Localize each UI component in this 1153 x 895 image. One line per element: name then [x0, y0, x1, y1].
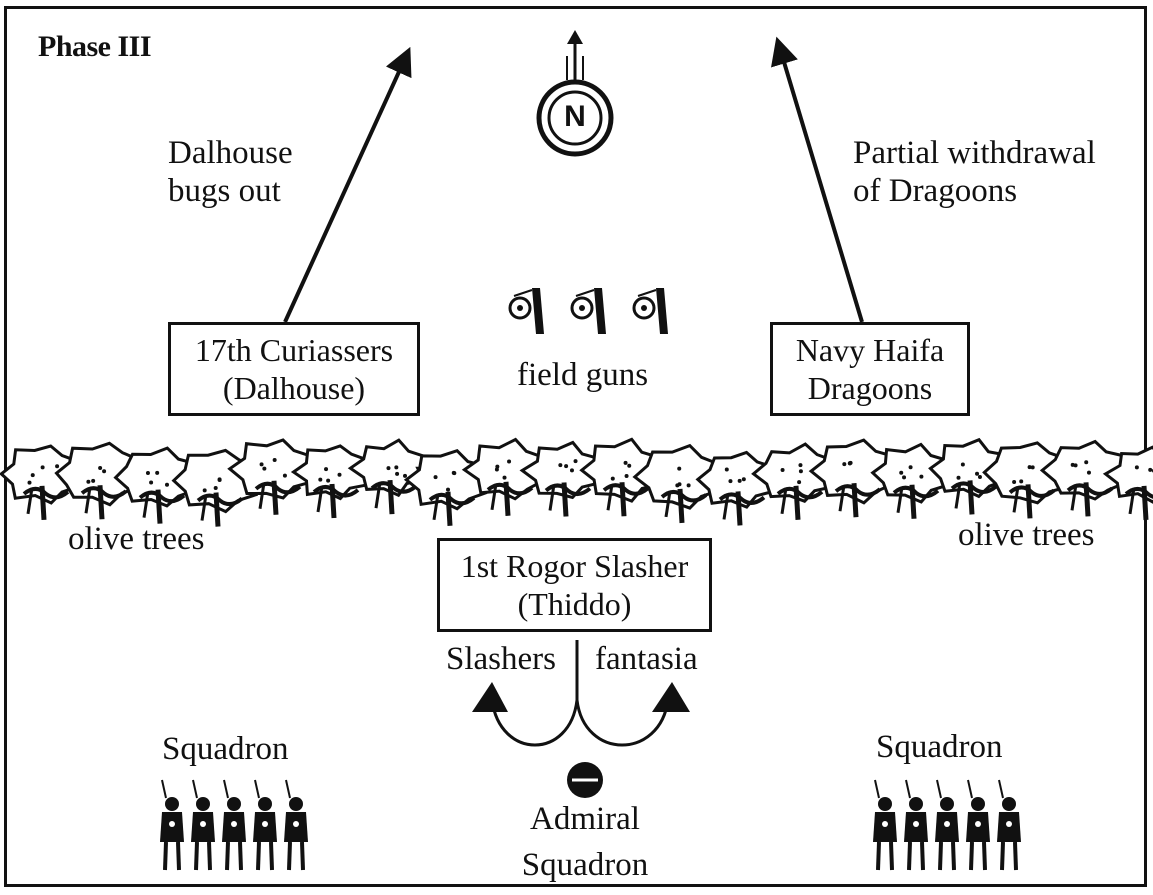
unit-box-dragoons: Navy Haifa Dragoons	[770, 322, 970, 416]
unit-box-curiassers: 17th Curiassers (Dalhouse)	[168, 322, 420, 416]
olive-trees-right-label: olive trees	[958, 517, 1095, 553]
olive-tree-icon	[227, 438, 314, 515]
olive-tree-icon	[290, 444, 371, 519]
field-guns-label: field guns	[517, 357, 649, 393]
dragoons-move-line1: Partial withdrawal	[853, 135, 1096, 171]
dragoons-withdrawal-arrow	[771, 36, 864, 323]
admiral-label-line2: Squadron	[521, 847, 649, 883]
left-squadron-label: Squadron	[162, 731, 289, 767]
olive-tree-icon	[928, 437, 1010, 515]
dalhouse-move-line1: Dalhouse	[168, 135, 293, 171]
admiral-marker-icon	[567, 762, 603, 798]
olive-tree-icon	[1039, 439, 1129, 517]
soldier-icon	[191, 779, 215, 871]
dalhouse-withdrawal-arrow	[283, 46, 412, 323]
maneuver-label-fantasia: fantasia	[595, 641, 698, 677]
soldier-icon	[253, 779, 277, 871]
slasher-name: 1st Rogor Slasher	[460, 548, 689, 584]
curiassers-name: 17th Curiassers	[194, 332, 394, 368]
maneuver-label-slashers: Slashers	[446, 641, 556, 677]
dalhouse-move-line2: bugs out	[168, 173, 281, 209]
olive-trees-band	[0, 437, 1153, 527]
soldier-icon	[160, 779, 184, 871]
fantasia-maneuver-arrows	[472, 640, 690, 747]
soldier-icon	[904, 779, 928, 871]
dragoons-name-line1: Navy Haifa	[795, 332, 945, 368]
olive-tree-icon	[519, 440, 602, 517]
olive-tree-icon	[54, 441, 142, 520]
soldier-icon	[935, 779, 959, 871]
field-gun-icon	[508, 288, 544, 334]
north-compass-icon	[536, 30, 614, 157]
compass-north-letter: N	[564, 100, 586, 133]
field-guns-group	[508, 288, 668, 334]
slasher-commander: (Thiddo)	[517, 586, 632, 622]
soldier-icon	[997, 779, 1021, 871]
diagram-title: Phase III	[38, 30, 152, 63]
curiassers-commander: (Dalhouse)	[222, 370, 366, 406]
unit-box-slasher: 1st Rogor Slasher (Thiddo)	[437, 538, 712, 632]
right-squadron-soldiers	[873, 779, 1021, 871]
olive-tree-icon	[347, 438, 426, 515]
soldier-icon	[966, 779, 990, 871]
right-squadron-label: Squadron	[876, 729, 1003, 765]
olive-tree-icon	[461, 437, 545, 516]
left-squadron-soldiers	[160, 779, 308, 871]
dragoons-move-line2: of Dragoons	[853, 173, 1018, 209]
olive-tree-icon	[632, 443, 721, 524]
dragoons-name-line2: Dragoons	[807, 370, 933, 406]
soldier-icon	[873, 779, 897, 871]
field-gun-icon	[632, 288, 668, 334]
olive-tree-icon	[1102, 445, 1153, 521]
olive-tree-icon	[870, 442, 950, 519]
soldier-icon	[222, 779, 246, 871]
olive-tree-icon	[751, 442, 836, 520]
admiral-label-line1: Admiral	[530, 801, 640, 837]
soldier-icon	[284, 779, 308, 871]
diagram-frame	[4, 6, 1147, 887]
olive-trees-left-label: olive trees	[68, 521, 205, 557]
field-gun-icon	[570, 288, 606, 334]
